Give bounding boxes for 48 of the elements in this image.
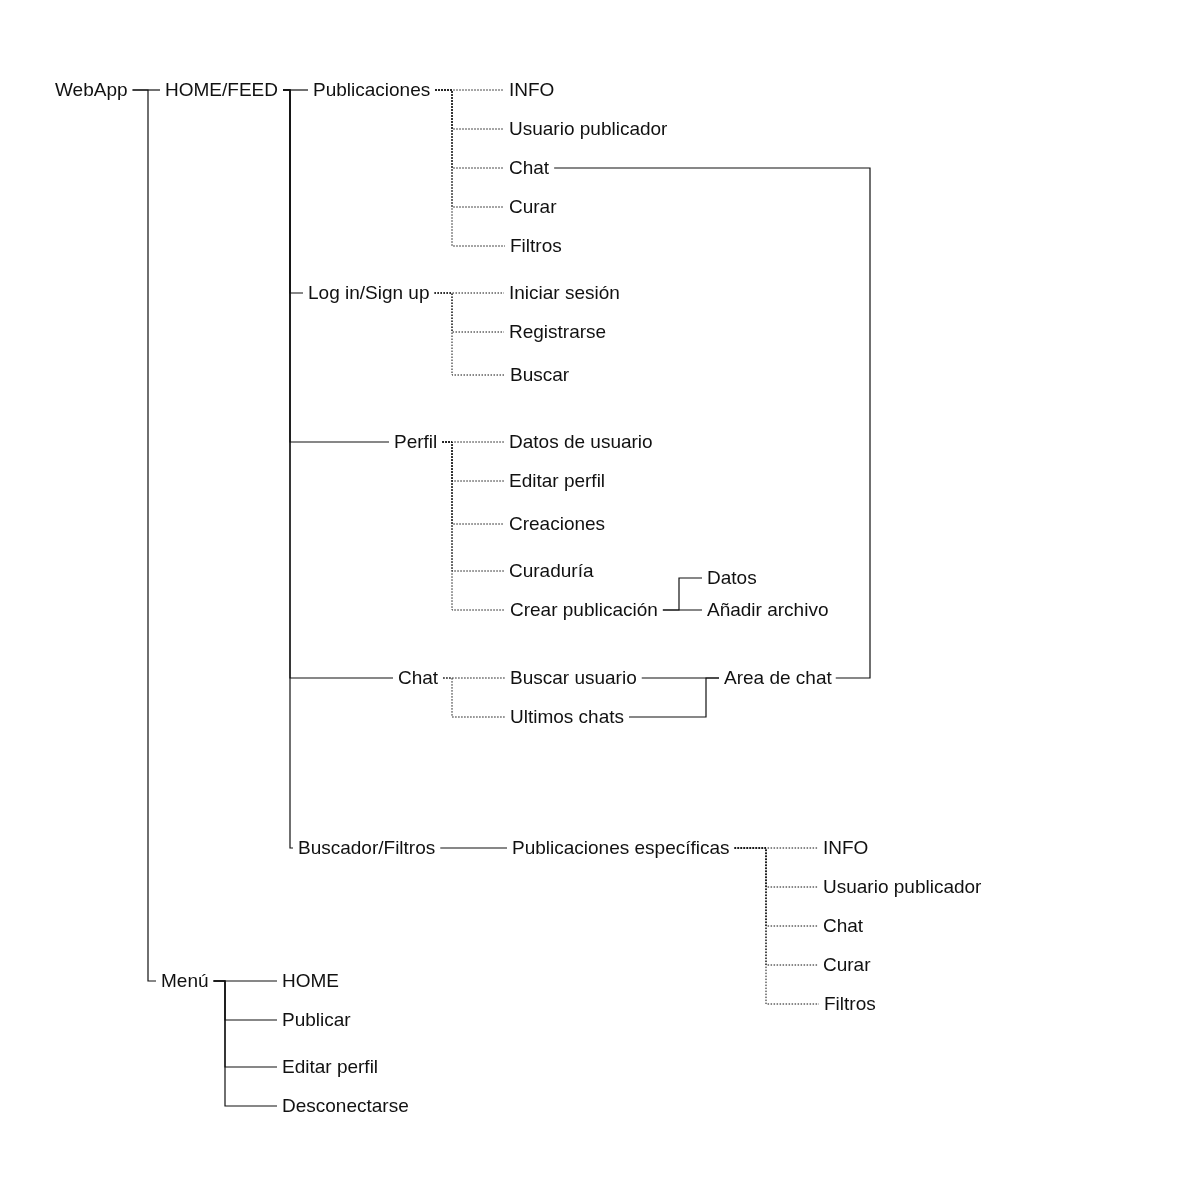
sitemap-label: Desconectarse (281, 1094, 410, 1118)
dotted-connector (441, 441, 506, 611)
dotted-connector (734, 847, 820, 1005)
sitemap-label: Usuario publicador (508, 117, 669, 141)
sitemap-label: HOME/FEED (164, 78, 279, 102)
sitemap-label: Log in/Sign up (307, 281, 431, 305)
sitemap-label: Buscar usuario (509, 666, 638, 690)
sitemap-label: Publicaciones específicas (511, 836, 731, 860)
sitemap-label: Menú (160, 969, 210, 993)
dotted-connector (434, 292, 506, 376)
sitemap-label: Datos de usuario (508, 430, 654, 454)
dotted-connector (442, 677, 506, 718)
connector-line (131, 89, 157, 982)
sitemap-label: HOME (281, 969, 340, 993)
sitemap-label: Filtros (823, 992, 877, 1016)
sitemap-label: Perfil (393, 430, 439, 454)
sitemap-label: Buscar (509, 363, 571, 387)
sitemap-label: Editar perfil (281, 1055, 380, 1079)
connector-line (439, 847, 508, 849)
sitemap-label: Publicaciones (312, 78, 432, 102)
connector-line (282, 89, 294, 849)
sitemap-label: Crear publicación (509, 598, 659, 622)
connector-line (553, 167, 871, 679)
sitemap-label: WebApp (54, 78, 129, 102)
sitemap-label: Registrarse (508, 320, 608, 344)
sitemap-label: Curar (822, 953, 872, 977)
connector-line (628, 677, 720, 718)
sitemap-label: Ultimos chats (509, 705, 626, 729)
sitemap-label: Area de chat (723, 666, 833, 690)
sitemap-label: Datos (706, 566, 758, 590)
sitemap-label: INFO (822, 836, 870, 860)
sitemap-label: Iniciar sesión (508, 281, 621, 305)
sitemap-label: Chat (822, 914, 865, 938)
sitemap-label: Chat (508, 156, 551, 180)
sitemap-label: INFO (508, 78, 556, 102)
dotted-connector (434, 89, 506, 247)
sitemap-label: Creaciones (508, 512, 607, 536)
sitemap-label: Buscador/Filtros (297, 836, 437, 860)
sitemap-label: Chat (397, 666, 440, 690)
sitemap-label: Filtros (509, 234, 563, 258)
sitemap-label: Publicar (281, 1008, 352, 1032)
sitemap-label: Curaduría (508, 559, 595, 583)
connector-line (212, 980, 278, 1107)
sitemap-label: Añadir archivo (706, 598, 830, 622)
sitemap-label: Editar perfil (508, 469, 607, 493)
sitemap-label: Usuario publicador (822, 875, 983, 899)
sitemap-label: Curar (508, 195, 558, 219)
connector-line (662, 609, 703, 611)
